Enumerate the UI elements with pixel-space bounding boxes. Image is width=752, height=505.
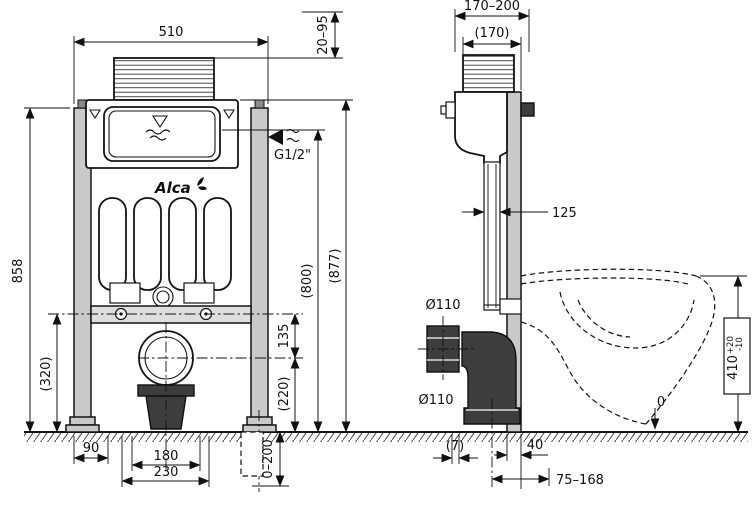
dim-gap: (7) — [446, 439, 464, 454]
bracket-left — [109, 282, 141, 304]
ground — [24, 431, 748, 442]
dim-fixing-spacing: 180 — [154, 449, 179, 464]
frame-post-right — [250, 107, 269, 426]
dim-width: 510 — [159, 25, 184, 40]
ground-hatch — [24, 433, 748, 442]
water-inlet-wave — [286, 137, 300, 143]
foot-plate-right — [242, 424, 277, 433]
toilet-bowl-outline — [520, 268, 716, 425]
panel-rib — [133, 197, 162, 291]
water-inlet-arrow-icon — [268, 129, 283, 145]
dim-bowl-height: 410+20-10 — [726, 336, 745, 380]
dim-outlet-dia-floor: Ø110 — [418, 393, 453, 408]
flush-pipe — [483, 161, 501, 311]
dim-leg-extension: 0–200 — [261, 439, 276, 479]
cistern-cover — [113, 57, 215, 101]
wall-bracket — [520, 102, 535, 117]
water-wave — [149, 135, 167, 141]
floor-reference-label: 0 — [657, 395, 665, 410]
dim-height-lower: (320) — [39, 357, 54, 392]
water-level-mark — [151, 115, 169, 129]
dim-pipe-offset: 125 — [552, 206, 577, 221]
panel-rib — [168, 197, 197, 291]
dim-outlet-dia-wall: Ø110 — [425, 298, 460, 313]
logo-butterfly-icon — [197, 177, 207, 191]
alca-logo: Alca — [154, 179, 191, 197]
dim-plate-height: (800) — [300, 264, 315, 299]
bowl-bracket — [499, 298, 522, 315]
panel-rib — [203, 197, 232, 291]
dim-outlet-height: (220) — [277, 377, 292, 412]
foot-right — [246, 416, 273, 426]
dim-top-adjust: 20–95 — [316, 15, 331, 55]
control-opening — [103, 106, 221, 162]
dim-depth-range: 170–200 — [464, 0, 520, 14]
dim-depth: (170) — [475, 26, 510, 41]
bracket-right — [183, 282, 215, 304]
dim-total-height: (877) — [328, 249, 343, 284]
front-view: Alca — [48, 57, 303, 492]
leg-extension-outline — [240, 431, 264, 477]
dim-height: 858 — [11, 259, 26, 284]
mechanism-hole — [152, 286, 174, 308]
control-opening-inner — [108, 110, 216, 158]
panel-rib — [98, 197, 127, 291]
front-view-dimensions: 510 858 (320) 90 180 230 135 (220) (800)… — [11, 11, 353, 487]
dim-rail-depth: 40 — [527, 438, 544, 453]
water-wave — [145, 129, 171, 135]
water-level-mark-right — [223, 109, 235, 120]
dim-bar-to-outlet: 135 — [277, 324, 292, 349]
mounting-crossbar — [90, 305, 252, 324]
outlet-body — [145, 395, 187, 430]
water-inlet-label: G1/2" — [274, 148, 311, 163]
water-level-mark-left — [89, 109, 101, 120]
foot-left — [69, 416, 96, 426]
cistern-side — [454, 91, 508, 164]
dim-foot-offset: 90 — [83, 441, 100, 456]
post-cap-right — [254, 99, 265, 109]
dim-bowl-height-box — [723, 317, 751, 395]
cistern-cover-side — [462, 54, 515, 93]
side-view-dimensions: 170–200 (170) 125 Ø110 Ø110 (7) 40 75–16… — [418, 0, 751, 489]
dim-outlet-range: 75–168 — [556, 473, 604, 488]
side-view — [418, 54, 716, 488]
dim-base-width: 230 — [154, 465, 179, 480]
fill-valve — [445, 101, 456, 119]
foot-plate-left — [65, 424, 100, 433]
